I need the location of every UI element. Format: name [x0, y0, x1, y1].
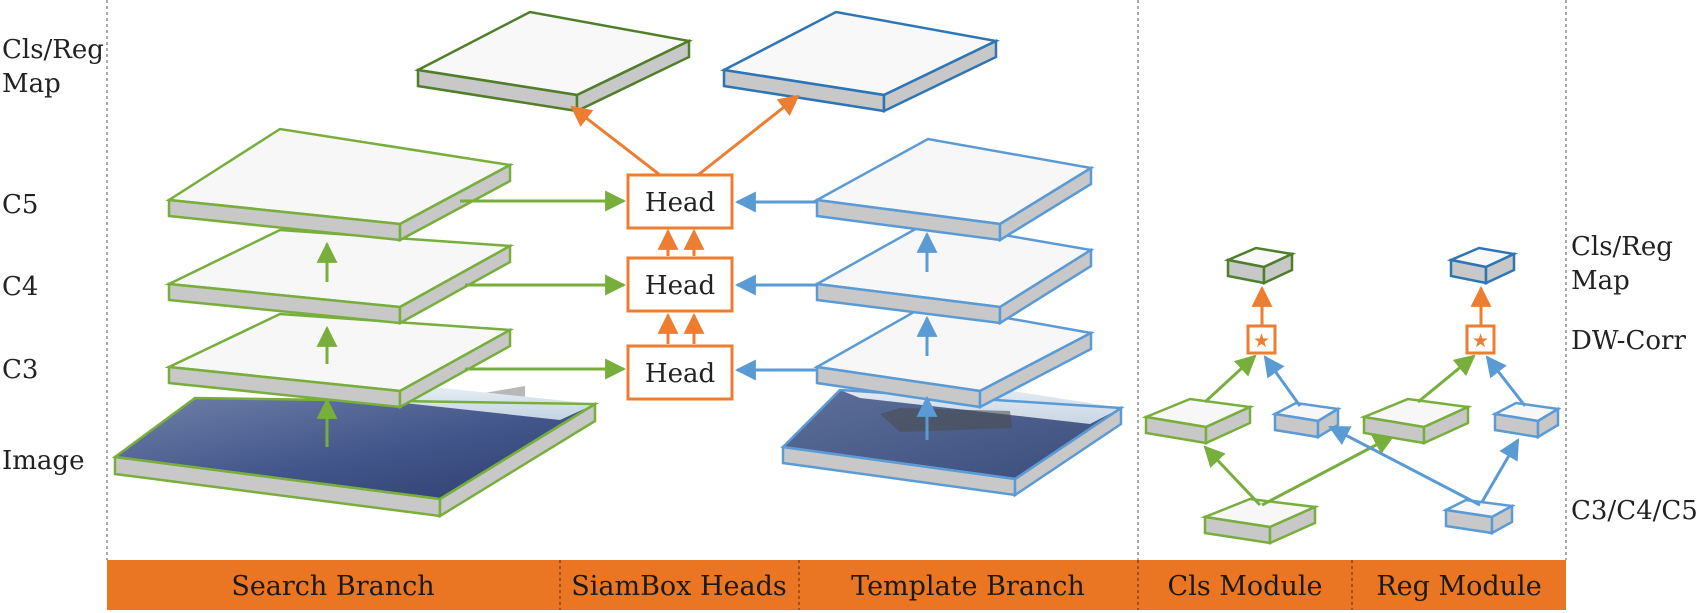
search-image-sea: [115, 398, 595, 499]
siambox-heads: Head Head Head: [570, 94, 800, 401]
label-c3c4c5: C3/C4/C5: [1571, 496, 1698, 526]
template-c5-layer: [813, 137, 1095, 243]
section-search-branch: Search Branch: [231, 571, 434, 602]
reg-module-backbone-feature: [1441, 498, 1516, 536]
cls-module-template-feature: [1271, 401, 1342, 440]
cls-module-arrow-backbone-search: [1203, 445, 1262, 507]
template-branch: [734, 137, 1125, 498]
label-c3: C3: [2, 355, 38, 385]
template-c4-layer: [813, 220, 1095, 326]
section-siambox-heads: SiamBox Heads: [571, 571, 787, 602]
label-c4: C4: [2, 272, 38, 302]
reg-module-arrow-search-corr: [1417, 354, 1476, 404]
search-c4-layer: [164, 228, 515, 326]
reg-module-arrow-backbone-cls: [1328, 425, 1481, 507]
reg-module-template-feature: [1491, 401, 1562, 440]
search-c3-layer: [164, 312, 515, 410]
search-image-layer: [111, 384, 600, 519]
cls-module-arrow-search-corr: [1203, 354, 1257, 404]
cls-module-dwcorr: ★: [1246, 324, 1277, 355]
label-c5: C5: [2, 190, 38, 220]
template-c3-layer: [813, 302, 1095, 410]
reg-module-search-feature: [1359, 397, 1473, 445]
section-reg-module: Reg Module: [1376, 571, 1541, 602]
label-image: Image: [2, 446, 84, 476]
label-dw-corr: DW-Corr: [1571, 326, 1686, 356]
head-c4: Head: [626, 256, 734, 313]
head-c5-label: Head: [645, 188, 715, 218]
cls-map-top: [414, 10, 694, 113]
head-c3: Head: [626, 344, 734, 401]
head-c4-label: Head: [645, 271, 715, 301]
head-c5: Head: [626, 173, 734, 230]
star-icon: ★: [1472, 330, 1489, 352]
cls-module: ★: [1141, 246, 1395, 545]
bottom-bar: Search Branch SiamBox Heads Template Bra…: [107, 560, 1566, 610]
reg-map-top: [720, 10, 1001, 113]
reg-module-arrow-backbone-template: [1480, 438, 1520, 503]
cls-module-arrow-backbone-reg: [1261, 434, 1395, 507]
head-arrow-reg-map: [697, 94, 800, 177]
section-cls-module: Cls Module: [1168, 571, 1323, 602]
template-image-boat: [880, 408, 1012, 432]
cls-module-search-feature: [1141, 397, 1255, 445]
reg-module-dwcorr: ★: [1465, 324, 1496, 355]
reg-module-arrow-template-corr: [1485, 355, 1527, 407]
reg-module: ★: [1328, 246, 1562, 536]
star-icon: ★: [1253, 330, 1270, 352]
cls-module-arrow-template-corr: [1263, 355, 1302, 407]
reg-module-map: [1446, 246, 1519, 285]
cls-module-backbone-feature: [1200, 497, 1320, 545]
cls-module-map: [1223, 246, 1297, 285]
section-template-branch: Template Branch: [851, 571, 1085, 602]
head-c3-label: Head: [645, 359, 715, 389]
head-arrow-cls-map: [570, 105, 661, 177]
search-branch: [111, 127, 627, 519]
label-cls-reg-map-right: Cls/Reg Map: [1571, 232, 1681, 296]
search-c5-layer: [165, 127, 514, 243]
label-cls-reg-map: Cls/Reg Map: [2, 35, 112, 99]
